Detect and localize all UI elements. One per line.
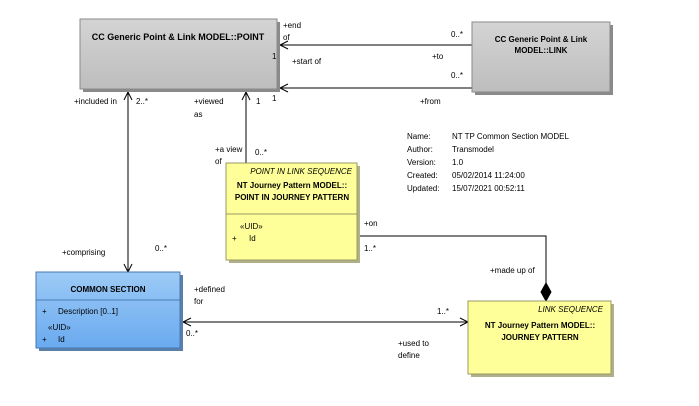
label-one-a: 1 xyxy=(272,52,277,61)
pils-uid: «UID» xyxy=(240,222,263,231)
label-mult-jp: 1..* xyxy=(437,307,449,316)
class-journey-pattern[interactable]: LINK SEQUENCE NT Journey Pattern MODEL::… xyxy=(467,300,614,377)
class-link[interactable]: CC Generic Point & Link MODEL::LINK xyxy=(471,21,613,95)
connector-labels: +end of 1 +start of 1 +to 0..* 0..* +fro… xyxy=(62,21,535,360)
label-viewed-1: +viewed xyxy=(194,97,224,106)
label-included-in: +included in xyxy=(74,97,117,106)
common-section-attr2: Id xyxy=(58,335,65,344)
common-section-uid: «UID» xyxy=(48,323,71,332)
connector-start-of[interactable] xyxy=(280,76,473,89)
pils-title-1: NT Journey Pattern MODEL:: xyxy=(237,181,347,190)
label-end-of-1: +end xyxy=(283,21,301,30)
common-section-title: COMMON SECTION xyxy=(70,285,145,294)
meta-version-val: 1.0 xyxy=(452,158,464,167)
label-comprising: +comprising xyxy=(62,248,105,257)
label-mult-comprising: 0..* xyxy=(155,244,167,253)
label-one-d: 1 xyxy=(256,97,261,106)
meta-created-val: 05/02/2014 11:24:00 xyxy=(452,171,525,180)
label-defined-1: +defined xyxy=(194,285,225,294)
label-start-of: +start of xyxy=(292,57,322,66)
meta-author-key: Author: xyxy=(407,145,433,154)
class-link-title-1: CC Generic Point & Link xyxy=(495,35,588,44)
label-view-of-2: of xyxy=(215,157,222,166)
composition-diamond xyxy=(540,281,552,303)
label-mult-from: 0..* xyxy=(451,71,463,80)
meta-name-key: Name: xyxy=(407,132,431,141)
label-mult-view: 0..* xyxy=(255,148,267,157)
label-on: +on xyxy=(364,219,378,228)
common-section-attr2-vis: + xyxy=(42,335,47,344)
class-link-title-2: MODEL::LINK xyxy=(515,46,568,55)
pils-attr-id: Id xyxy=(249,234,256,243)
connector-made-up-of[interactable] xyxy=(360,235,547,283)
meta-author-val: Transmodel xyxy=(452,145,494,154)
jp-title-1: NT Journey Pattern MODEL:: xyxy=(485,321,595,330)
class-point-title: CC Generic Point & Link MODEL::POINT xyxy=(92,32,265,42)
common-section-attr1-vis: + xyxy=(42,307,47,316)
diagram-metadata: Name: NT TP Common Section MODEL Author:… xyxy=(407,132,569,193)
meta-updated-val: 15/07/2021 00:52:11 xyxy=(452,184,525,193)
label-mult-on: 1..* xyxy=(364,244,376,253)
label-one-b: 1 xyxy=(272,94,277,103)
label-used-1: +used to xyxy=(398,339,429,348)
label-mult-2: 2..* xyxy=(136,97,148,106)
label-to: +to xyxy=(432,52,444,61)
meta-created-key: Created: xyxy=(407,171,438,180)
class-point-in-journey-pattern[interactable]: POINT IN LINK SEQUENCE NT Journey Patter… xyxy=(225,162,360,263)
pils-stereotype: POINT IN LINK SEQUENCE xyxy=(250,167,352,176)
label-view-of-1: +a view xyxy=(215,145,243,154)
pils-attr-vis: + xyxy=(232,234,237,243)
label-mult-defined: 0..* xyxy=(186,329,198,338)
label-used-2: define xyxy=(398,351,420,360)
label-from: +from xyxy=(420,97,441,106)
class-point[interactable]: CC Generic Point & Link MODEL::POINT xyxy=(79,18,280,92)
class-common-section[interactable]: COMMON SECTION + Description [0..1] «UID… xyxy=(35,271,183,351)
jp-stereotype: LINK SEQUENCE xyxy=(538,305,604,314)
label-mult-to: 0..* xyxy=(451,30,463,39)
meta-updated-key: Updated: xyxy=(407,184,439,193)
jp-title-2: JOURNEY PATTERN xyxy=(501,333,579,342)
label-end-of-2: of xyxy=(283,33,290,42)
label-defined-2: for xyxy=(194,297,204,306)
common-section-attr1: Description [0..1] xyxy=(58,307,118,316)
meta-name-val: NT TP Common Section MODEL xyxy=(452,132,569,141)
label-viewed-2: as xyxy=(194,110,202,119)
label-made-up-of: +made up of xyxy=(490,266,535,275)
pils-title-2: POINT IN JOURNEY PATTERN xyxy=(235,193,349,202)
meta-version-key: Version: xyxy=(407,158,436,167)
